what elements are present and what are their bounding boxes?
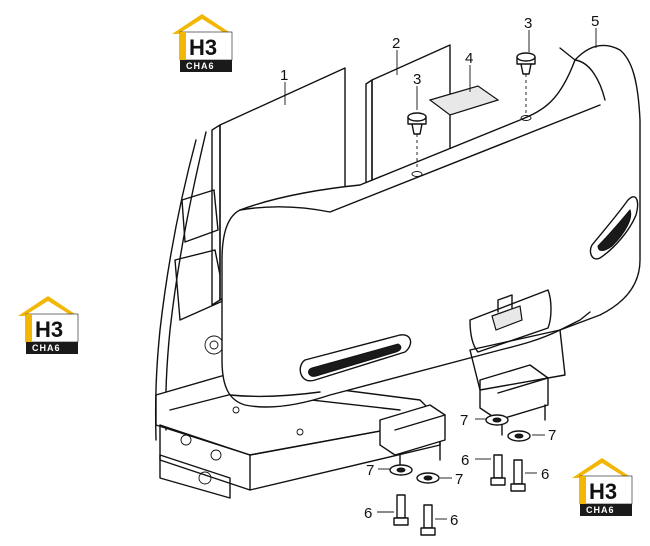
logo-bottom-text: CHA6 <box>186 61 215 71</box>
callout-6-b: 6 <box>541 466 549 483</box>
part-5-counterweight <box>221 44 641 408</box>
callout-7-d: 7 <box>455 471 463 488</box>
callout-2: 2 <box>392 35 400 52</box>
logo-watermark-bottom-right: H3 CHA6 <box>572 458 633 516</box>
callout-7-c: 7 <box>366 462 374 479</box>
callout-7-b: 7 <box>548 427 556 444</box>
callout-1: 1 <box>280 67 288 84</box>
part-7-washers <box>389 414 531 484</box>
callout-labels: 1 2 3 4 3 5 7 7 7 7 6 6 6 6 <box>280 13 599 529</box>
logo-bottom-text: CHA6 <box>586 505 615 515</box>
part-3-bolt-left <box>407 112 427 177</box>
callout-4: 4 <box>465 50 473 67</box>
logo-top-text: H3 <box>189 35 217 60</box>
callout-5: 5 <box>591 13 599 30</box>
logo-top-text: H3 <box>589 479 617 504</box>
logo-top-text: H3 <box>35 317 63 342</box>
callout-7-a: 7 <box>460 412 468 429</box>
logo-bottom-text: CHA6 <box>32 343 61 353</box>
logo-watermark-top: H3 CHA6 <box>172 14 233 72</box>
callout-6-c: 6 <box>364 505 372 522</box>
part-4-decal <box>428 85 500 116</box>
callout-6-d: 6 <box>450 512 458 529</box>
callout-3-left: 3 <box>413 71 421 88</box>
callout-6-a: 6 <box>461 452 469 469</box>
callout-3-right: 3 <box>524 15 532 32</box>
logo-watermark-left: H3 CHA6 <box>18 296 79 354</box>
part-3-bolt-right <box>516 52 536 121</box>
mounting-brackets <box>379 329 566 471</box>
part-6-bolts <box>393 454 526 536</box>
leader-lines <box>284 28 597 520</box>
